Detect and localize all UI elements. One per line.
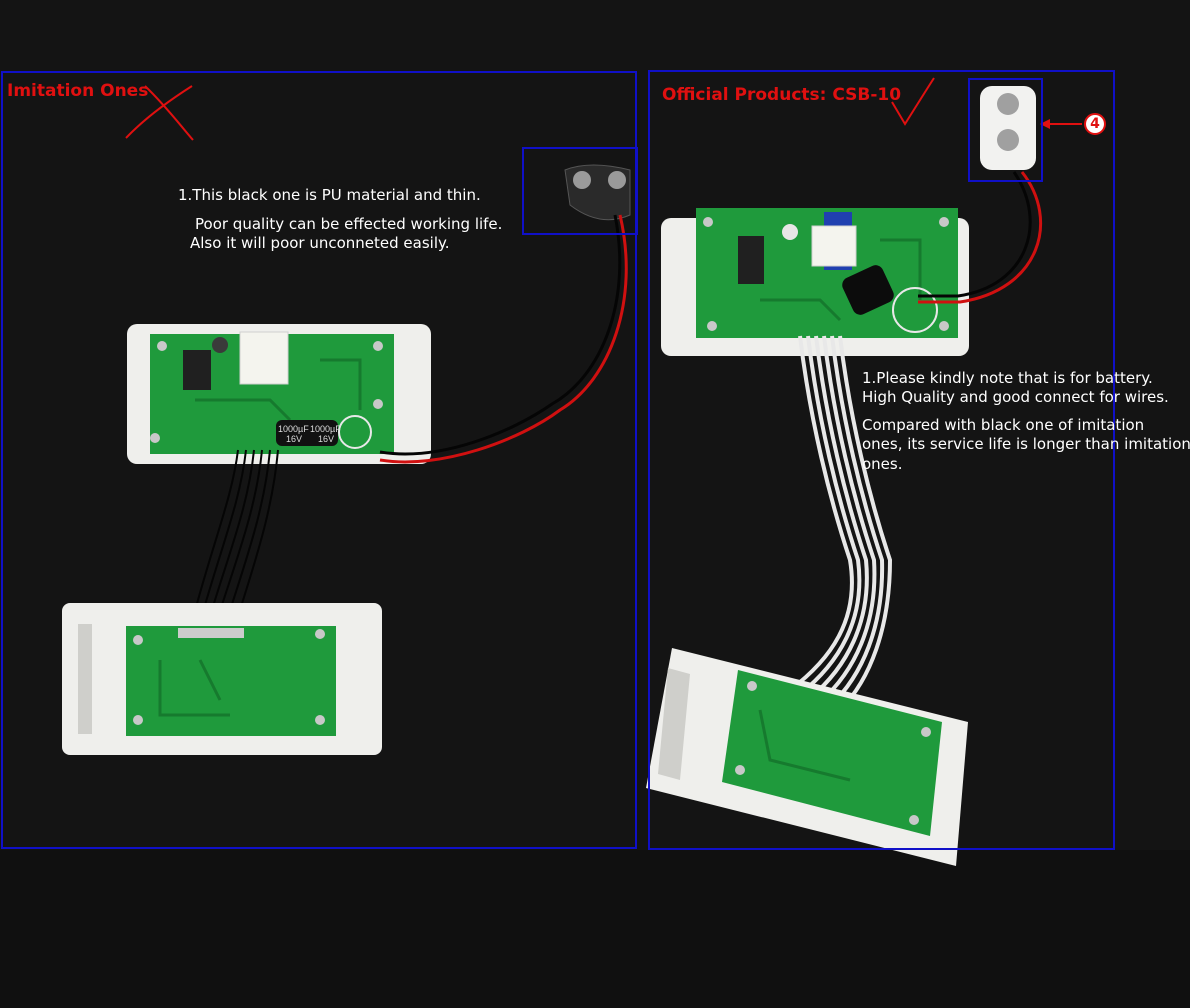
imitation-note-line-1: 1.This black one is PU material and thin…: [178, 186, 481, 204]
imitation-capacitor: 1000µF 1000µF 16V 16V: [276, 420, 341, 446]
capacitor-label-left: 1000µF: [278, 424, 309, 434]
official-note-line-4: ones, its service life is longer than im…: [862, 435, 1190, 453]
imitation-panel-frame: [1, 71, 637, 849]
official-battery-wire-black: [918, 171, 1032, 298]
official-note-line-2: High Quality and good connect for wires.: [862, 388, 1169, 406]
imitation-battery-wire-black: [379, 214, 622, 456]
official-snap-highlight: [968, 78, 1043, 182]
callout-arrow-head: [1040, 119, 1050, 129]
official-battery-wire-red: [918, 171, 1043, 304]
official-note-line-5: ones.: [862, 455, 903, 473]
official-battery-snap: [980, 86, 1036, 170]
imitation-note-line-3: Also it will poor unconneted easily.: [190, 234, 450, 252]
official-lower-case: [646, 648, 968, 866]
imitation-snap-highlight: [522, 147, 638, 235]
red-cross-mark: [125, 85, 194, 141]
official-ribbon-cable: [788, 335, 893, 712]
capacitor-label-right: 1000µF: [310, 424, 341, 434]
imitation-upper-case: [127, 324, 431, 464]
capacitor-voltage-left: 16V: [286, 434, 302, 444]
imitation-battery-wire-red: [379, 214, 628, 464]
official-note-line-3: Compared with black one of imitation: [862, 416, 1145, 434]
callout-number-badge: 4: [1084, 113, 1106, 135]
official-panel-frame: [648, 70, 1115, 850]
imitation-note-line-2: Poor quality can be effected working lif…: [195, 215, 503, 233]
official-upper-case: [661, 208, 969, 356]
imitation-battery-snap: [564, 164, 631, 221]
capacitor-voltage-right: 16V: [318, 434, 334, 444]
red-check-mark: [891, 77, 935, 126]
official-note-line-1: 1.Please kindly note that is for battery…: [862, 369, 1153, 387]
imitation-lower-case: [62, 603, 382, 755]
imitation-heading: Imitation Ones: [7, 81, 149, 101]
official-heading: Official Products: CSB-10: [662, 85, 902, 105]
